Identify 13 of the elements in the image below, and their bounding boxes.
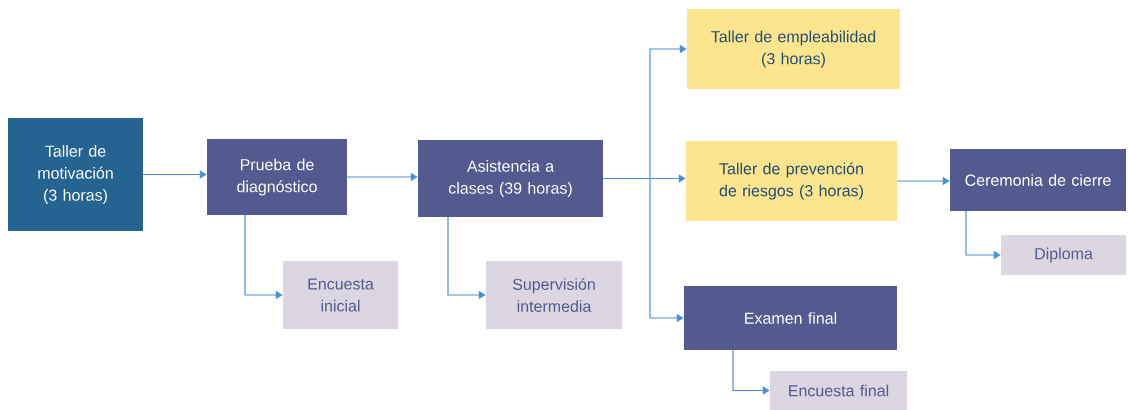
process-box: Asistencia a clases (39 horas): [418, 140, 603, 217]
arrow: [732, 349, 770, 395]
process-box: Taller de motivación (3 horas): [8, 118, 143, 231]
output-box: Encuesta inicial: [283, 261, 398, 329]
workshop-box: Taller de empleabilidad (3 horas): [687, 9, 900, 89]
process-box: Prueba de diagnóstico: [207, 139, 347, 215]
output-box: Supervisión intermedia: [486, 261, 622, 329]
process-box: Ceremonia de cierre: [950, 149, 1126, 211]
workshop-box: Taller de prevención de riesgos (3 horas): [686, 141, 897, 221]
arrow: [142, 170, 207, 179]
process-box: Examen final: [684, 286, 897, 350]
output-box: Diploma: [1001, 235, 1126, 275]
output-box: Encuesta final: [770, 371, 907, 410]
